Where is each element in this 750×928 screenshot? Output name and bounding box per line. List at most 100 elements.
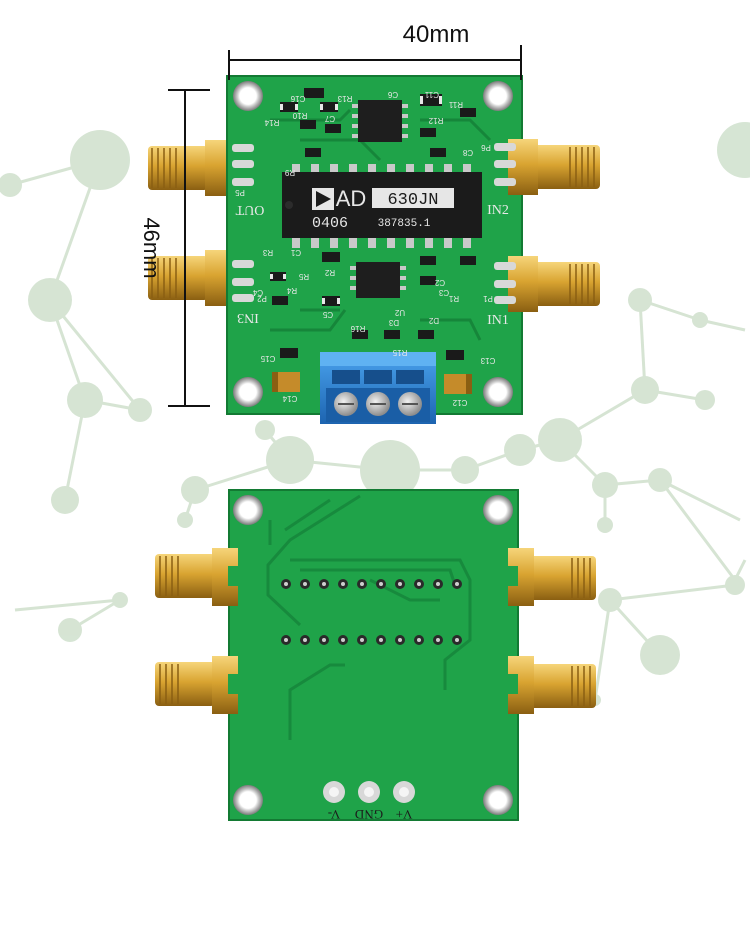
- solder-via: [376, 635, 386, 645]
- silkscreen-label: C7: [324, 114, 335, 123]
- power-pin-gnd: [358, 781, 380, 803]
- silkscreen-label: R2: [324, 268, 335, 277]
- silkscreen-label: C5: [322, 310, 333, 319]
- smd-components: [270, 88, 476, 394]
- back-board: [155, 489, 596, 821]
- chip-brand-text: AD: [336, 186, 367, 211]
- silkscreen-label: C15: [260, 354, 275, 363]
- sma-connector-out: [148, 140, 235, 196]
- mounting-hole: [233, 785, 263, 815]
- silkscreen-label: R11: [448, 100, 463, 109]
- background-network: [0, 122, 750, 706]
- dip-pin: [425, 164, 433, 174]
- solder-via: [338, 635, 348, 645]
- dip-pin: [387, 164, 395, 174]
- silkscreen-label: R13: [337, 94, 352, 103]
- width-label: 40mm: [403, 21, 470, 48]
- port-label-in1: IN1: [487, 313, 509, 328]
- port-label-in3: IN3: [237, 310, 259, 325]
- sma-connector-in2: [508, 139, 600, 195]
- dip-pin: [406, 236, 414, 248]
- dip-pin: [311, 236, 319, 248]
- sma-connector-back-right-top: [530, 556, 596, 600]
- dip-pin: [444, 236, 452, 248]
- dip-pin: [368, 236, 376, 248]
- dip-pin: [330, 164, 338, 174]
- silkscreen-label: C12: [452, 398, 467, 407]
- silkscreen-label: C14: [282, 394, 297, 403]
- dip-pin: [349, 164, 357, 174]
- height-label: 46mm: [139, 217, 164, 278]
- port-label-in2: IN2: [487, 203, 509, 218]
- solder-via: [281, 579, 291, 589]
- dip-pin: [292, 236, 300, 248]
- silkscreen-label: C4: [252, 288, 263, 297]
- solder-via: [357, 579, 367, 589]
- silkscreen-label: R10: [292, 111, 307, 120]
- silkscreen-label: R4: [286, 286, 297, 295]
- solder-via: [319, 635, 329, 645]
- silkscreen-label: U2: [394, 308, 405, 317]
- silkscreen-label: C2: [434, 278, 445, 287]
- power-label-gnd: GND: [355, 807, 383, 822]
- silkscreen-label: P6: [481, 143, 491, 152]
- solder-via: [300, 579, 310, 589]
- dip-pin: [330, 236, 338, 248]
- solder-via: [319, 579, 329, 589]
- silkscreen-label: C1: [290, 248, 301, 257]
- solder-via: [452, 635, 462, 645]
- power-label-v-minus: V-: [328, 807, 341, 822]
- mounting-hole: [483, 81, 513, 111]
- silkscreen-label: C3: [438, 288, 449, 297]
- solder-via: [357, 635, 367, 645]
- front-board: [148, 75, 600, 424]
- silkscreen-label: R12: [428, 116, 443, 125]
- sma-connector-in1: [508, 256, 600, 312]
- silkscreen-label: P2: [257, 294, 267, 303]
- silkscreen-label: D2: [428, 316, 439, 325]
- op-amp-chip-top: [352, 100, 408, 142]
- mounting-hole: [233, 495, 263, 525]
- solder-via: [395, 579, 405, 589]
- power-label-v-plus: V+: [396, 807, 413, 822]
- dip-pin: [463, 164, 471, 174]
- chip-part-text: 630JN: [387, 191, 438, 210]
- mounting-hole: [483, 785, 513, 815]
- dip-pin: [425, 236, 433, 248]
- silkscreen-label: C16: [290, 94, 305, 103]
- dip-pin: [387, 236, 395, 248]
- power-pin-v-minus: [323, 781, 345, 803]
- solder-via: [376, 579, 386, 589]
- solder-via: [433, 635, 443, 645]
- dip-pin: [292, 164, 300, 174]
- chip-lot-text: 387835.1: [378, 218, 431, 230]
- sma-connector-back-left-bottom: [155, 662, 215, 706]
- silkscreen-label: C13: [480, 356, 495, 365]
- chip-date-code-text: 0406: [312, 215, 348, 232]
- silkscreen-label: R1: [448, 294, 459, 303]
- solder-via: [414, 635, 424, 645]
- mounting-hole: [483, 377, 513, 407]
- silkscreen-label: R15: [392, 348, 407, 357]
- dip-pin: [311, 164, 319, 174]
- silkscreen-label: P5: [235, 188, 245, 197]
- solder-via: [300, 635, 310, 645]
- silkscreen-label: C8: [462, 148, 473, 157]
- power-terminal-block: [320, 352, 436, 424]
- mounting-hole: [233, 377, 263, 407]
- sma-connector-back-left-top: [155, 554, 215, 598]
- dip-pin: [406, 164, 414, 174]
- solder-via: [338, 579, 348, 589]
- height-dimension: [168, 89, 210, 407]
- power-pin-v-plus: [393, 781, 415, 803]
- port-label-out: OUT: [235, 202, 264, 217]
- silkscreen-label: D3: [388, 318, 399, 327]
- back-pcb: [229, 490, 518, 820]
- silkscreen-label: R3: [262, 248, 273, 257]
- silkscreen-label: R14: [264, 118, 279, 127]
- mounting-hole: [233, 81, 263, 111]
- width-dimension: [228, 45, 522, 80]
- solder-via: [452, 579, 462, 589]
